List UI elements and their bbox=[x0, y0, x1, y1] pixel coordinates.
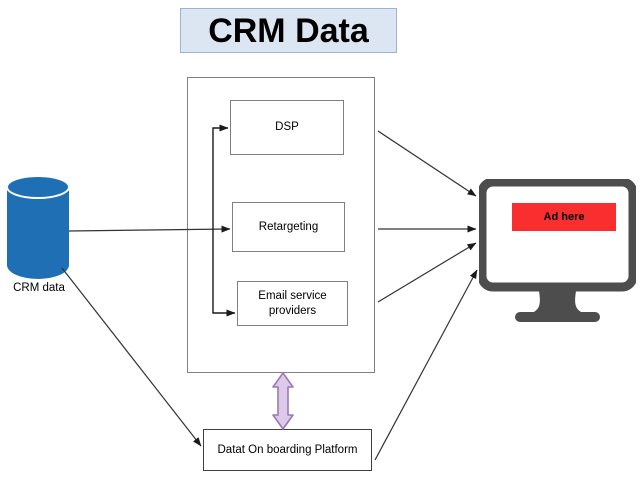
desktop-monitor-icon bbox=[479, 179, 636, 322]
source-label: CRM data bbox=[13, 282, 65, 294]
channel-label-dsp: DSP bbox=[275, 121, 299, 134]
channel-label-email-line1: Email service bbox=[258, 290, 327, 303]
channel-label-retargeting: Retargeting bbox=[258, 220, 319, 233]
channel-box-dsp[interactable]: DSP bbox=[230, 100, 344, 155]
channel-box-email-service-providers[interactable]: Email service providers bbox=[237, 281, 348, 326]
purple-double-arrow-icon bbox=[272, 372, 294, 430]
diagram-title-box: CRM Data bbox=[180, 8, 397, 53]
ad-banner: Ad here bbox=[512, 203, 616, 231]
ad-banner-label: Ad here bbox=[543, 211, 585, 223]
database-cylinder-icon bbox=[7, 176, 69, 279]
arrow-dsp-to-monitor bbox=[377, 130, 477, 197]
channel-label-email: Email service providers bbox=[258, 289, 326, 318]
arrow-onboarding-to-monitor bbox=[374, 269, 478, 461]
arrow-email-to-monitor bbox=[377, 242, 477, 303]
page-title: CRM Data bbox=[208, 11, 369, 50]
onboarding-platform-label: Datat On boarding Platform bbox=[217, 444, 358, 456]
channel-box-retargeting[interactable]: Retargeting bbox=[232, 202, 345, 252]
arrow-source-to-onboarding bbox=[61, 267, 202, 447]
channel-label-email-line2: providers bbox=[268, 304, 317, 317]
onboarding-platform-box[interactable]: Datat On boarding Platform bbox=[203, 429, 372, 471]
